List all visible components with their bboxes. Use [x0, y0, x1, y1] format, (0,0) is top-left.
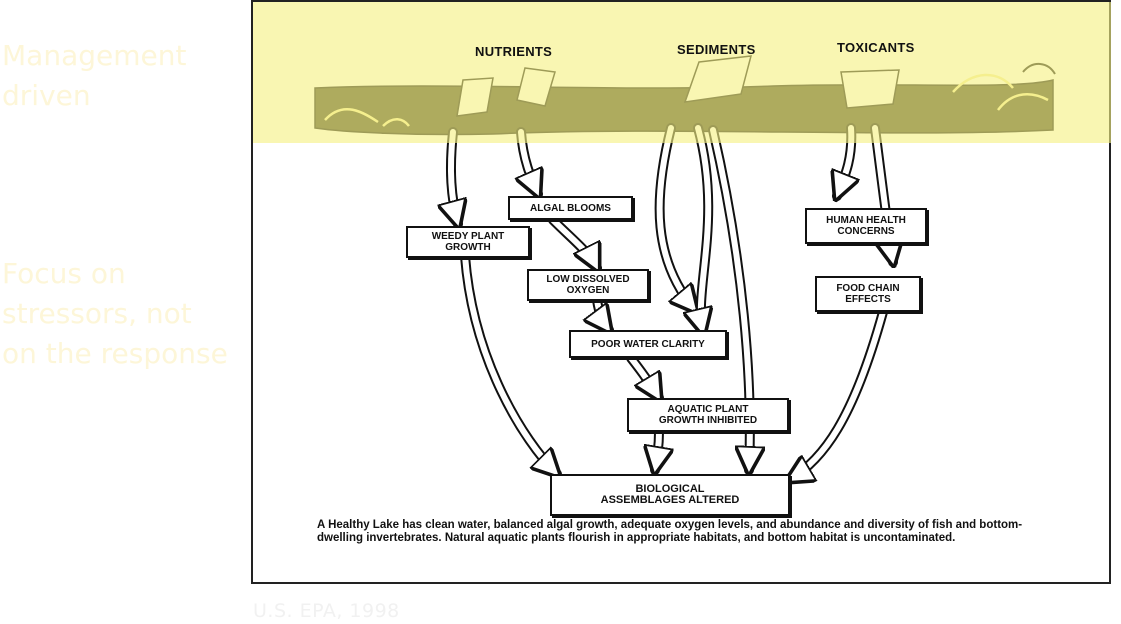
caption-lead: A Healthy Lake [317, 519, 400, 531]
stressor-label-sediments: SEDIMENTS [677, 42, 756, 57]
box-human-health-concerns: HUMAN HEALTH CONCERNS [805, 208, 927, 244]
box-poor-water-clarity: POOR WATER CLARITY [569, 330, 727, 358]
box-aquatic-plant-growth-inhibited: AQUATIC PLANT GROWTH INHIBITED [627, 398, 789, 432]
caption-body: has clean water, balanced algal growth, … [317, 519, 1023, 544]
lake-stressor-diagram: NUTRIENTS SEDIMENTS TOXICANTS ALGAL BLOO… [251, 0, 1111, 584]
box-algal-blooms: ALGAL BLOOMS [508, 196, 633, 220]
focus-on-stressors-note: Focus on stressors, not on the response [2, 257, 228, 370]
source-citation: U.S. EPA, 1998 [253, 600, 400, 622]
box-biological-assemblages-altered: BIOLOGICAL ASSEMBLAGES ALTERED [550, 474, 790, 516]
stressor-label-nutrients: NUTRIENTS [475, 44, 553, 59]
box-food-chain-effects: FOOD CHAIN EFFECTS [815, 276, 921, 312]
arrow-food-bio [784, 307, 888, 485]
stressor-highlight-band [253, 0, 1111, 143]
healthy-lake-caption: A Healthy Lake has clean water, balanced… [317, 519, 1057, 545]
box-weedy-plant-growth: WEEDY PLANT GROWTH [406, 226, 530, 258]
management-driven-note: Management driven [2, 39, 187, 112]
box-low-dissolved-oxygen: LOW DISSOLVED OXYGEN [527, 269, 649, 301]
stressor-label-toxicants: TOXICANTS [837, 40, 915, 55]
